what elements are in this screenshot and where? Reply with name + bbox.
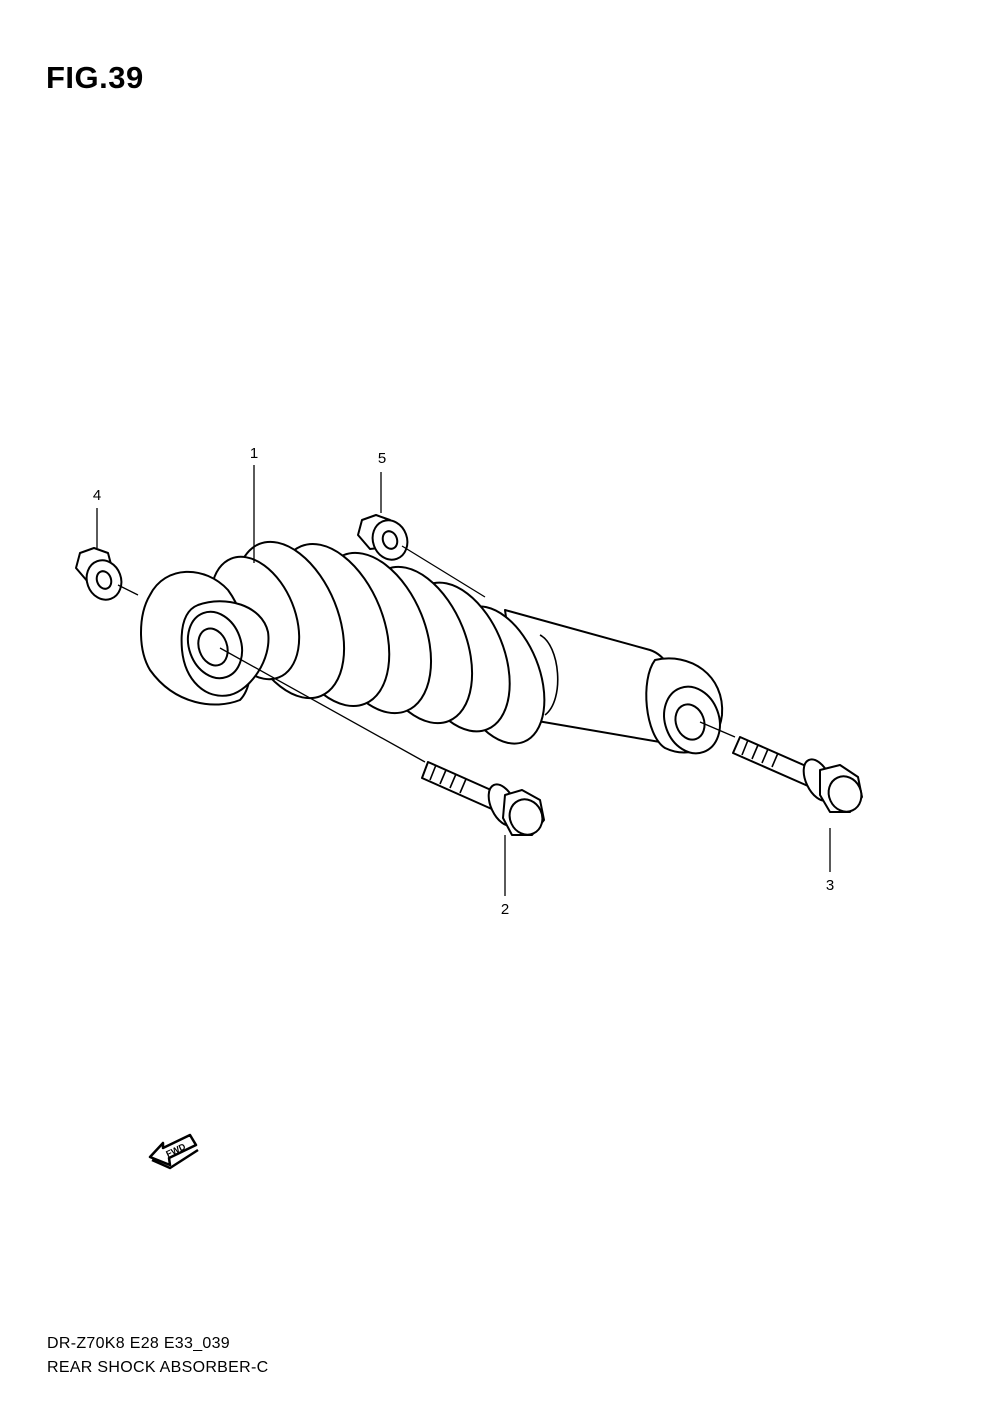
upper-mount-eye [140,570,270,706]
bolt-part-2 [421,761,545,836]
nut-part-4 [75,547,123,601]
figure-footer: DR-Z70K8 E28 E33_039 REAR SHOCK ABSORBER… [47,1332,268,1380]
bolt-part-3 [732,736,863,813]
callout-4: 4 [93,487,101,504]
section-name: REAR SHOCK ABSORBER-C [47,1359,269,1376]
callout-3: 3 [826,877,834,894]
nut-part-5 [357,514,409,561]
assembly-lines [117,545,736,763]
callout-2: 2 [501,901,509,918]
callout-5: 5 [378,450,386,467]
lower-mount-eye [645,657,724,755]
model-code: DR-Z70K8 E28 E33_039 [47,1335,230,1352]
callout-1: 1 [250,445,258,462]
figure-title: FIG.39 [46,60,144,95]
callout-leaders [96,465,831,896]
fwd-arrow-icon: FWD [148,1133,199,1170]
